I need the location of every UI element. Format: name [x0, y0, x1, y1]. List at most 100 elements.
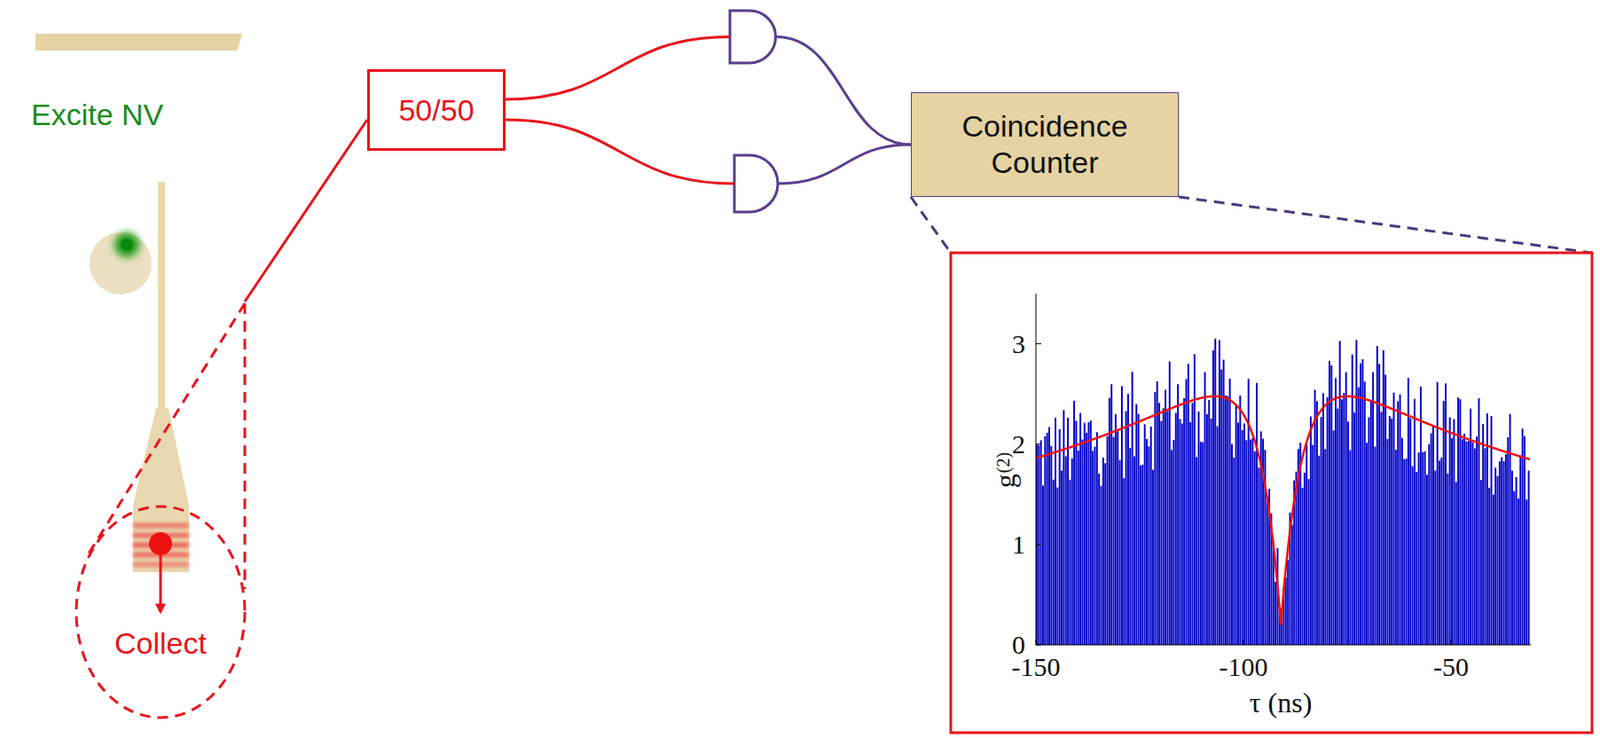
histogram-bar [1353, 412, 1356, 645]
axis-tick [1035, 639, 1037, 645]
histogram-bar [1395, 449, 1397, 645]
collection-fiber [244, 119, 368, 302]
histogram-bar [1450, 438, 1453, 645]
histogram-bar [1193, 353, 1196, 645]
optical-fiber [505, 119, 735, 184]
histogram-bar [1249, 439, 1252, 645]
tick-label: 2 [1011, 429, 1026, 460]
histogram-bar [1110, 384, 1113, 645]
tick-label: 1 [1011, 529, 1026, 560]
histogram-bar [1200, 441, 1202, 645]
histogram-bar [1178, 418, 1181, 645]
histogram-bar [1050, 446, 1052, 645]
histogram-bar [1494, 467, 1497, 645]
histogram-bar [1497, 476, 1499, 645]
histogram-bar [1324, 448, 1326, 645]
histogram-bar [1480, 479, 1483, 645]
histogram-bar [1077, 450, 1080, 645]
histogram-bar [1129, 447, 1131, 645]
histogram-bar [1144, 423, 1146, 645]
histogram-bar [1052, 479, 1055, 645]
fiber-and-cable-connector [505, 119, 911, 184]
histogram-bar [1040, 439, 1043, 645]
histogram-bar [1308, 478, 1310, 645]
histogram-bar [1367, 416, 1370, 645]
histogram-bar [1176, 384, 1179, 645]
histogram-bar [1210, 418, 1213, 645]
signal-cable [777, 144, 911, 184]
axis-tick [1035, 443, 1042, 445]
histogram-bar [1046, 432, 1049, 645]
histogram-bar [1247, 378, 1250, 645]
excitation-label: Excite NV [31, 97, 164, 133]
dashed-ellipse [74, 504, 247, 720]
histogram-bar [1226, 396, 1229, 645]
histogram-bar [1361, 359, 1364, 645]
axis-tick [1035, 543, 1042, 545]
histogram-bar [1492, 494, 1495, 645]
emitted-photon-dot [149, 532, 173, 556]
histogram-bar [1505, 454, 1507, 645]
histogram-bar [1339, 340, 1342, 645]
histogram-bar [1393, 392, 1396, 645]
node-label: Collect [114, 625, 207, 662]
histogram-bar [1245, 439, 1248, 645]
histogram-bar [1411, 466, 1414, 645]
histogram-bar [1523, 436, 1526, 645]
histogram-bar [1500, 457, 1503, 645]
histogram-bar [1066, 417, 1069, 645]
histogram-bar [1083, 423, 1086, 645]
histogram-bar [1461, 439, 1464, 645]
g2-histogram [1035, 293, 1531, 645]
histogram-bar [1266, 501, 1269, 645]
histogram-bar [1320, 416, 1323, 645]
histogram-bar [1430, 432, 1433, 645]
signal-cable [776, 37, 911, 146]
histogram-bar [1139, 465, 1142, 645]
histogram-bar [1432, 424, 1435, 645]
collect-arrow [159, 555, 163, 612]
histogram-bar [1172, 439, 1175, 645]
histogram-bar [1224, 395, 1227, 645]
histogram-bar [1415, 471, 1418, 645]
histogram-bar [1309, 416, 1312, 645]
histogram-bar [1444, 383, 1447, 645]
histogram-bar [1079, 413, 1082, 645]
histogram-bar [1145, 439, 1148, 645]
histogram-bar [1365, 442, 1368, 645]
histogram-bar [1204, 372, 1207, 645]
histogram-bar [1096, 431, 1099, 645]
histogram-bar [1068, 479, 1071, 645]
histogram-bar [1349, 450, 1351, 645]
histogram-bar [1334, 377, 1337, 645]
histogram-bar [1125, 411, 1128, 645]
histogram-bar [1074, 421, 1077, 645]
histogram-bar [1239, 395, 1241, 645]
histogram-bar [1116, 431, 1119, 645]
optical-fiber [505, 37, 730, 101]
histogram-bar [1301, 487, 1304, 645]
zoom-line [88, 303, 245, 554]
histogram-bar [1376, 345, 1379, 645]
histogram-bar [1183, 398, 1185, 645]
histogram-bar [1438, 460, 1441, 645]
collect-region: Collect [74, 504, 247, 720]
histogram-bar [1100, 486, 1103, 645]
histogram-bar [1223, 359, 1225, 645]
histogram-bar [1141, 464, 1144, 645]
histogram-bar [1274, 581, 1277, 645]
histogram-bar [1104, 462, 1106, 645]
histogram-bar [1303, 472, 1306, 645]
histogram-bar [1286, 559, 1289, 645]
histogram-bar [1255, 383, 1258, 645]
histogram-bar [1135, 404, 1138, 645]
histogram-bar [1336, 408, 1339, 645]
histogram-bar [1160, 421, 1162, 645]
histogram-bar [1195, 456, 1198, 645]
tick-label: -150 [1011, 651, 1061, 683]
histogram-bar [1452, 419, 1455, 645]
green-glow [114, 232, 140, 258]
histogram-bar [1370, 401, 1373, 645]
